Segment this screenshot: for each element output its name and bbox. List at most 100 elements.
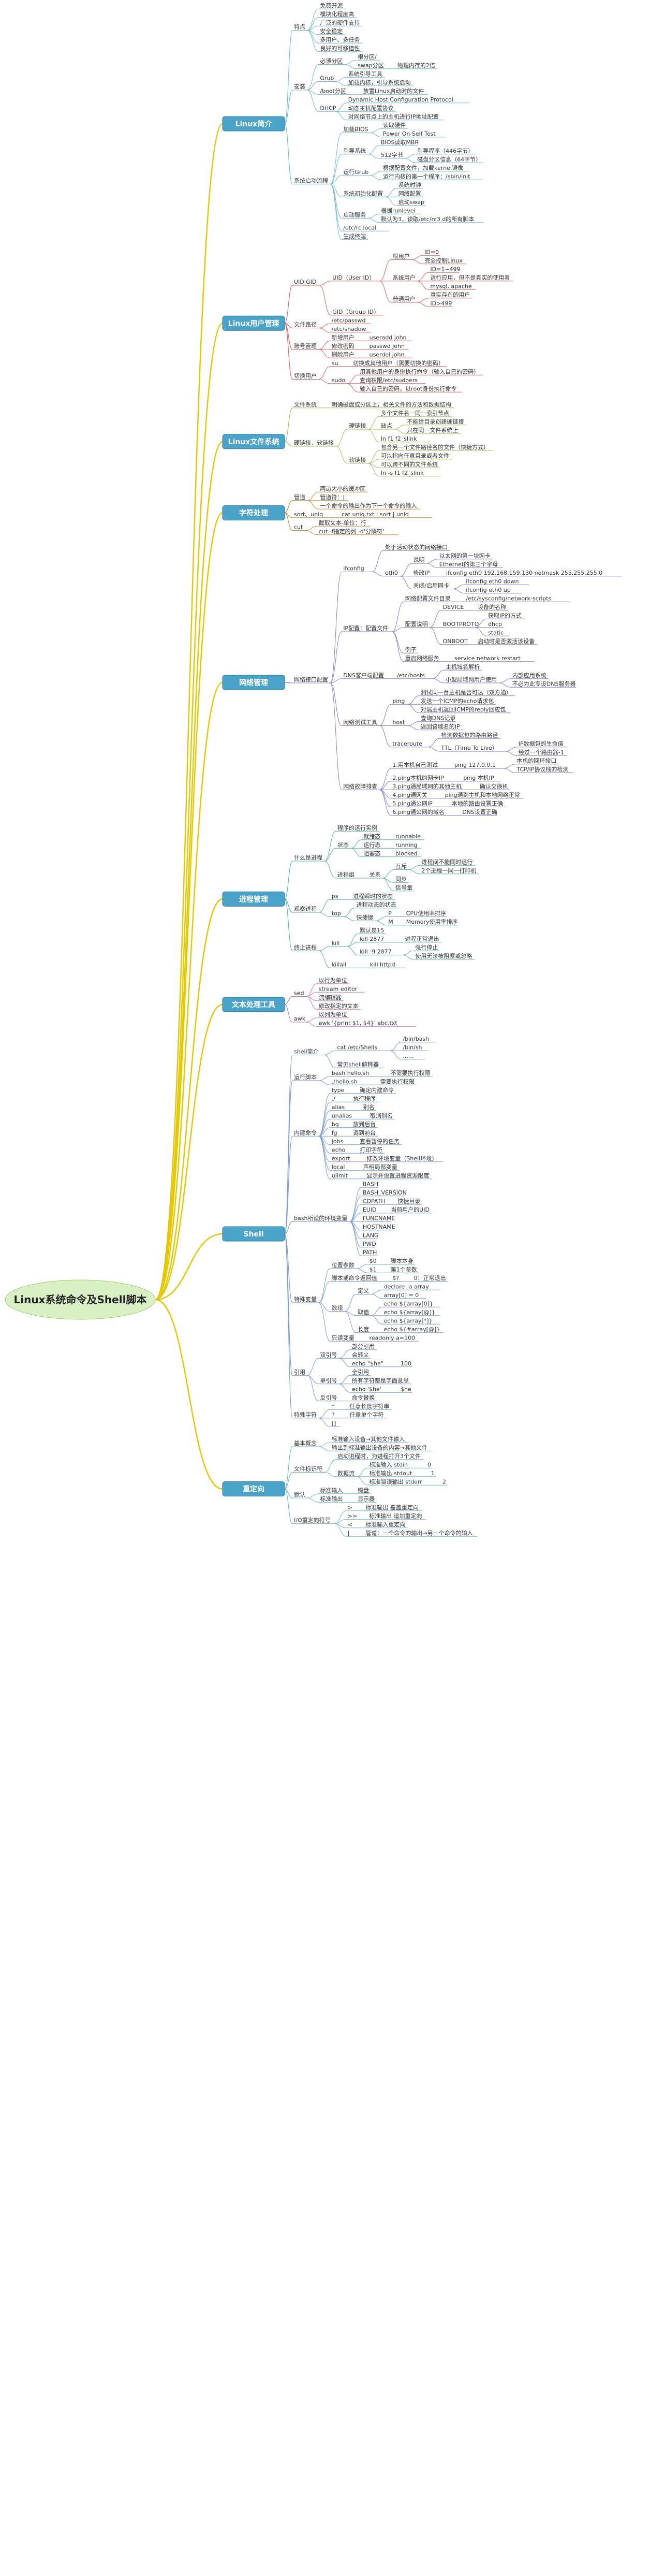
node-swap[interactable]: 启动swap [398,199,424,206]
node-node[interactable]: | [348,1530,350,1536]
node-kill-9-2877[interactable]: kill -9 2877 [360,949,392,955]
node-1[interactable]: $1 [370,1266,377,1273]
node-kill[interactable]: kill [332,940,340,947]
node-grub[interactable]: 运行Grub [343,169,368,176]
node-4-ping[interactable]: 4.ping通网关 [392,791,427,798]
node-export[interactable]: export [332,1155,350,1162]
node-echo-array[interactable]: echo ${array[*]} [384,1317,433,1324]
node-ln-f1-f2-slink[interactable]: ln f1 f2_slink [381,435,417,442]
node-type[interactable]: type [332,1087,345,1094]
node-node[interactable]: 明确磁盘或分区上，相关文件的方法和数据结构 [332,401,451,408]
node-node[interactable]: 网络测试工具 [343,719,377,726]
node-ps[interactable]: ps [332,893,338,899]
node-node[interactable]: 模块化程度高 [320,10,354,18]
node-top[interactable]: top [332,910,341,916]
node-linux[interactable]: 完全控制Linux [424,257,463,264]
node-node[interactable]: 默认 [294,1491,305,1498]
node-node[interactable]: [] [332,1420,336,1427]
node-funcname[interactable]: FUNCNAME [363,1215,395,1221]
node-node[interactable]: 可以跨不同的文件系统 [381,460,438,468]
node-node[interactable]: 输出到标准输出设备的内容→其他文件 [332,1444,427,1451]
branch-9[interactable]: 重定向 [222,1481,285,1496]
node-node[interactable]: 硬链接 [349,422,366,429]
node-node[interactable]: 例子 [405,646,417,653]
node-3-ping[interactable]: 3.ping通局域网的其他主机 [392,782,462,790]
node-ethernet[interactable]: Ethernet的第三个字母 [439,560,498,567]
node-cut[interactable]: cut [294,524,303,531]
node-node[interactable]: 进程动态的状态 [357,901,396,908]
node-node[interactable]: 特殊字符 [294,1411,317,1418]
node-node[interactable]: 取消别名 [370,1112,393,1119]
node-etc-passwd[interactable]: /etc/passwd [332,317,366,324]
node-node[interactable]: 命令替换 [352,1394,375,1401]
node-array-0-0[interactable]: array[0] = 0 [384,1292,419,1299]
node-lang[interactable]: LANG [363,1232,379,1239]
node-node[interactable]: 安全稳定 [320,27,343,35]
node-node[interactable]: 引用 [294,1368,305,1375]
node-id-499[interactable]: ID>499 [430,300,452,307]
node-node[interactable]: 声明局部变量 [363,1163,397,1170]
node-node[interactable]: 生成终端 [343,232,366,240]
node-p[interactable]: P [388,910,392,916]
node-ifconfig-eth0-down[interactable]: ifconfig eth0 down [466,578,519,585]
node-node[interactable]: 网络接口配置 [294,676,328,683]
node-runlevel[interactable]: 根据runlevel [381,207,416,214]
node-node[interactable]: 全引用 [352,1368,369,1375]
node-etc-sudoers[interactable]: 查询权限/etc/sudoers [360,376,418,384]
node-tcp-ip[interactable]: TCP/IP协议栈的检测 [516,765,568,773]
node-unalias[interactable]: unalias [332,1112,352,1119]
node-ip[interactable]: 修改IP [413,569,430,576]
node-awk-print-1-4-abc-txt[interactable]: awk '{print $1, $4}' abc.txt [319,1020,398,1026]
node-bash[interactable]: BASH [363,1181,378,1187]
node-ifconfig-eth0-192-168-159-130-netmask-255-255-255-0[interactable]: ifconfig eth0 192.168.159.130 netmask 25… [446,570,602,576]
node-node[interactable]: 说明 [413,556,424,563]
node-node[interactable]: 标准输入重定向 [365,1521,405,1528]
node-1[interactable]: 1.用本机自己测试 [392,761,438,768]
node-node[interactable]: 确认交换机 [480,782,508,790]
branch-5[interactable]: 网络管理 [222,675,285,690]
node-node[interactable]: > [348,1504,352,1511]
node-grub[interactable]: Grub [320,75,334,82]
node-node[interactable]: 本机的回环接口 [516,757,556,764]
node-node[interactable]: 内建命令 [294,1129,317,1136]
node-node[interactable]: 部分引用 [352,1343,375,1350]
node-node[interactable]: 打印字符 [360,1146,382,1153]
node-node[interactable]: 特点 [294,23,305,31]
node-node[interactable]: 数组 [332,1304,343,1312]
node-0[interactable]: 0：正常退出 [414,1274,446,1282]
node-ulimit[interactable]: ulimit [332,1172,348,1179]
node-cdpath[interactable]: CDPATH [363,1198,386,1204]
node-node[interactable]: 本地的路由设置正确 [452,799,503,807]
node-ping-ip[interactable]: ping 本机IP [463,774,494,781]
branch-7[interactable]: 文本处理工具 [222,997,285,1012]
node-kill-httpd[interactable]: kill httpd [370,961,395,968]
node-node[interactable]: 文件路径 [294,321,317,328]
node-killall[interactable]: killall [332,961,346,968]
root-node[interactable]: Linux系统命令及Shell脚本 [5,1279,156,1320]
node-ip[interactable]: IP数据包的生命值 [519,740,564,747]
node-ping-127-0-0-1[interactable]: ping 127.0.0.1 [454,762,496,768]
node-node[interactable]: 检测数据包的路由路径 [441,731,498,738]
node-node[interactable]: 包含另一个文件路径名的文件（快捷方式） [381,443,489,450]
node-node[interactable]: 主机域名解析 [446,663,480,670]
node-5-ping-ip[interactable]: 5.ping通公网IP [392,800,433,807]
node-node[interactable]: ...... [403,1053,413,1059]
node-node[interactable]: 强行停止 [415,943,438,951]
node-node[interactable]: 运行态 [363,841,380,848]
node-node[interactable]: 标准输出 [320,1495,343,1502]
node-node[interactable]: 需要执行权限 [380,1078,415,1085]
node-blocked[interactable]: blocked [395,850,418,857]
node-node[interactable]: 根分区/ [358,53,377,60]
node-node[interactable]: 特殊变量 [294,1296,317,1303]
node-1[interactable]: 第1个参数 [391,1265,417,1273]
node-64[interactable]: 磁盘分区信息（64字节） [417,155,481,163]
node-hello-sh[interactable]: ./hello.sh [332,1078,358,1085]
node-node[interactable]: 系统用户 [393,274,416,281]
node-stream-editor[interactable]: stream editor [319,985,358,992]
node-15[interactable]: 默认是15 [360,927,384,934]
node-m[interactable]: M [388,919,393,925]
node-node[interactable]: 修改密码 [332,342,354,350]
node-echo-array[interactable]: echo ${array[@]} [384,1309,435,1316]
node-uid-gid[interactable]: UID,GID [294,279,317,285]
node-node[interactable]: $? [392,1275,399,1282]
